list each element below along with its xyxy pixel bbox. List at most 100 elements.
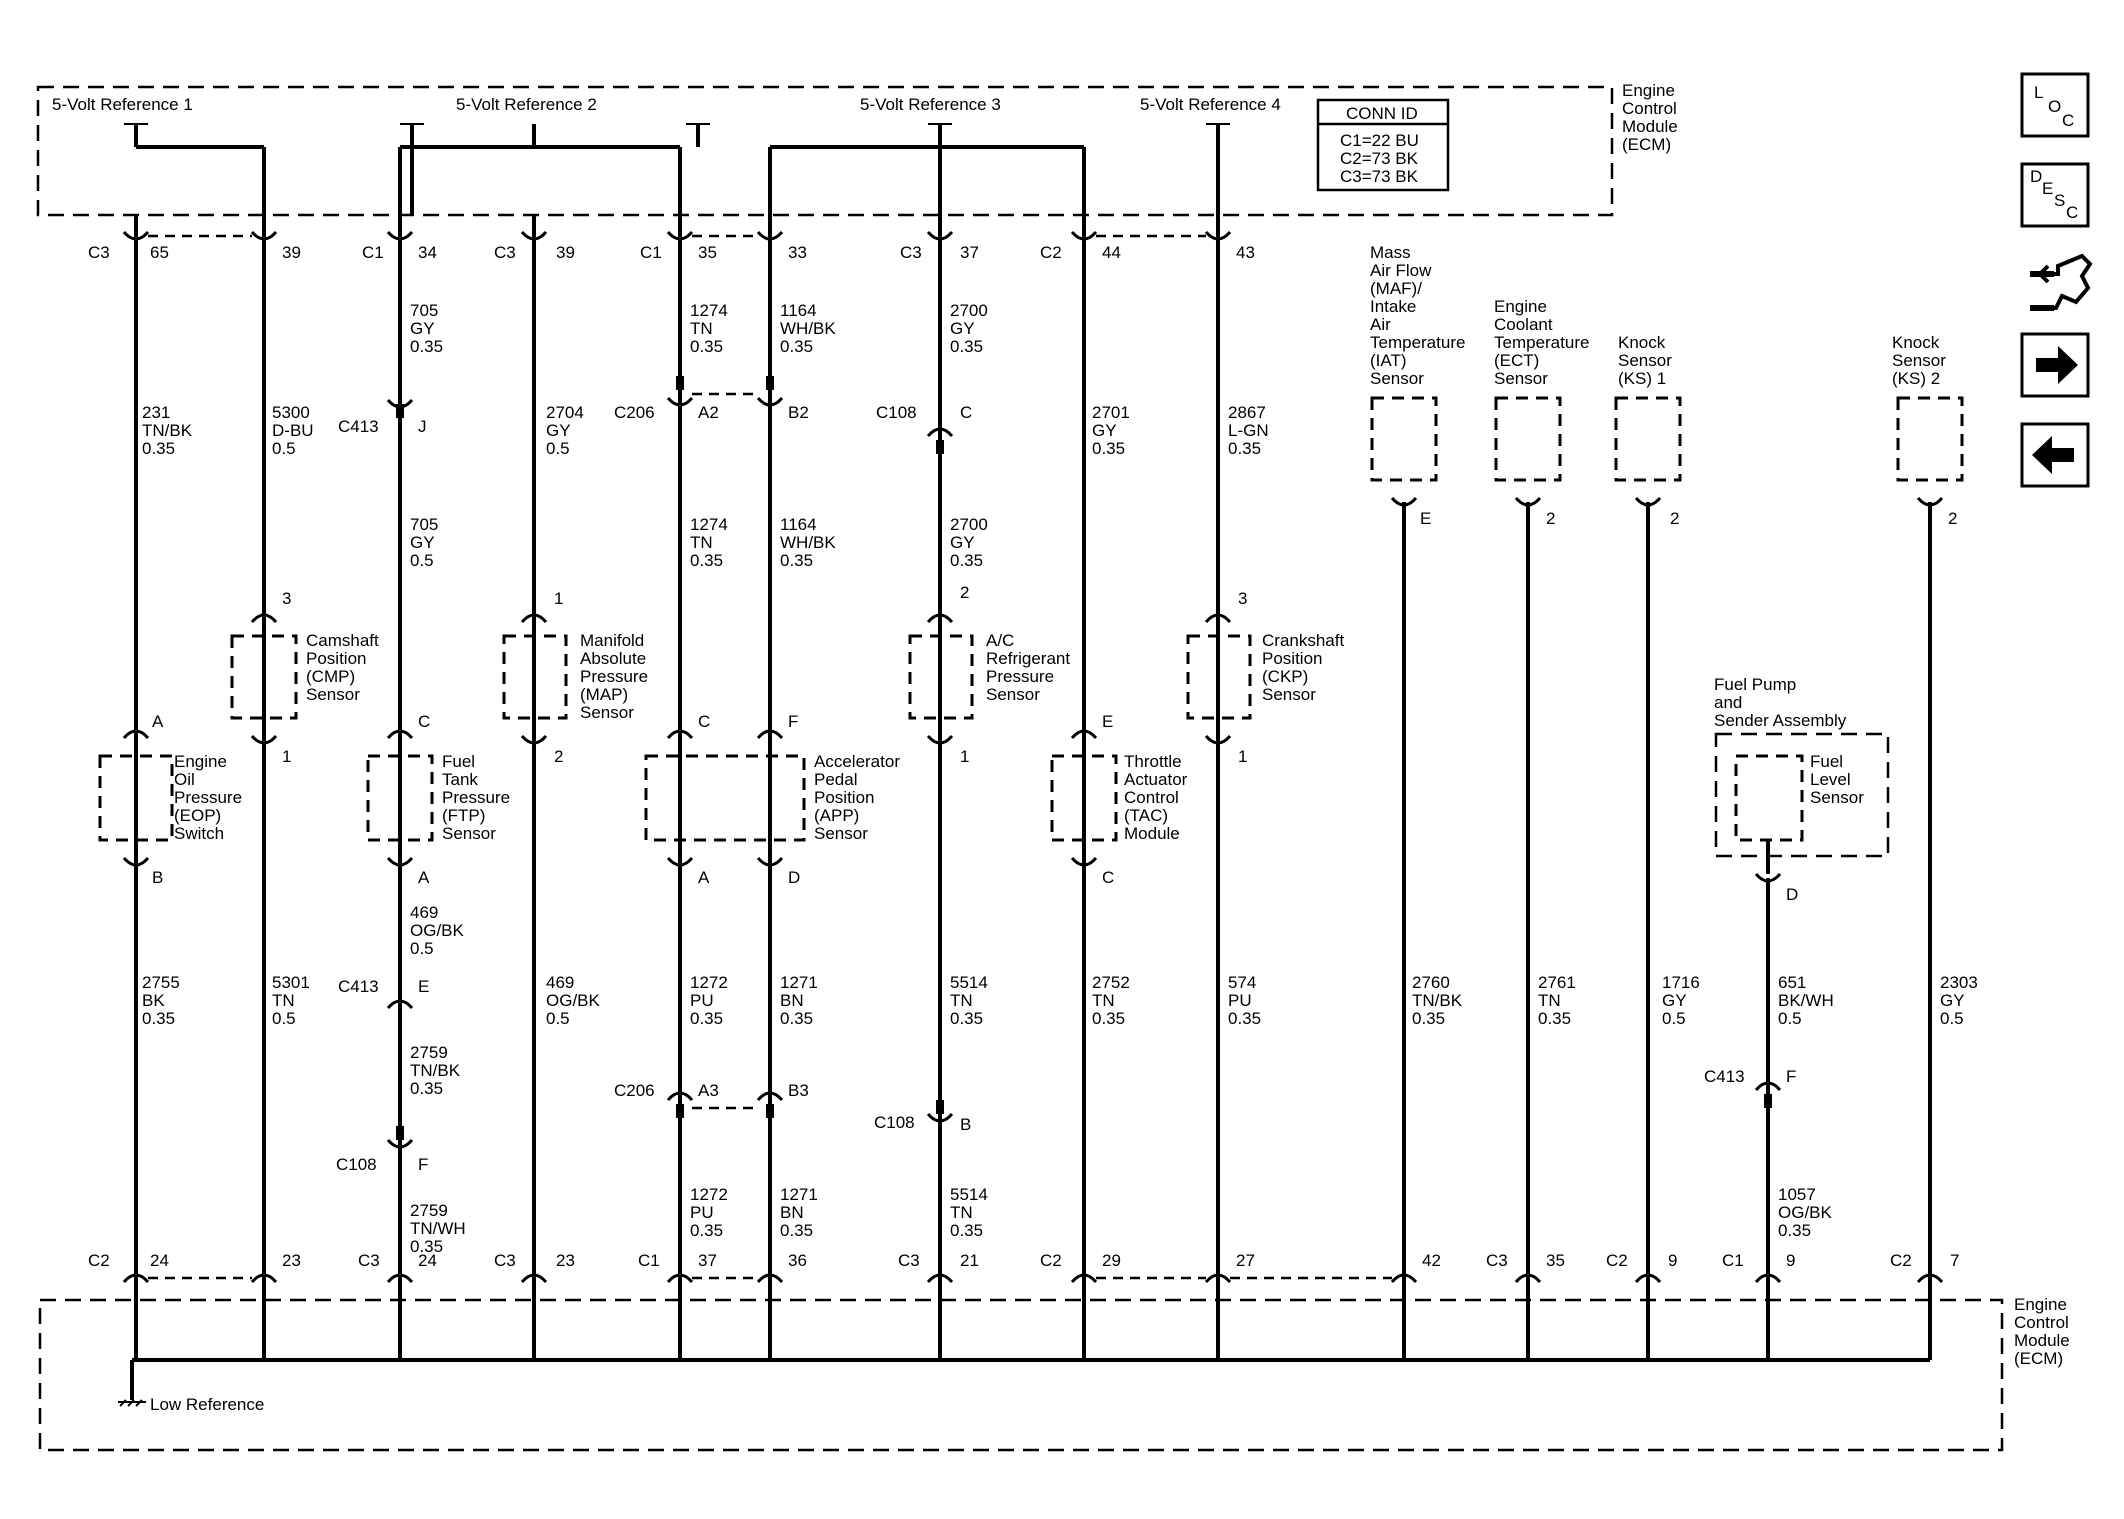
c6-w1-gauge: 0.35 [780, 337, 813, 356]
c1-w1-circuit: 231 [142, 403, 170, 422]
c6-device-3: Position [814, 788, 874, 807]
c13-dev-pin-bottom: D [1786, 885, 1798, 904]
c10-device-8: Sensor [1370, 369, 1424, 388]
c1-top-conn: C3 [88, 243, 110, 262]
c9-bot-pin: 27 [1236, 1251, 1255, 1270]
c7-w2b-gauge: 0.35 [950, 1221, 983, 1240]
column-map: C3 39 2704 GY 0.5 1 Manifold Absolute Pr… [494, 124, 648, 1360]
c13-w2b-circuit: 1057 [1778, 1185, 1816, 1204]
c11-bot-pin: 35 [1546, 1251, 1565, 1270]
c7-w1b-circuit: 2700 [950, 515, 988, 534]
c7-w2-gauge: 0.35 [950, 1009, 983, 1028]
c13-inline2-pin: F [1786, 1067, 1796, 1086]
desc-letter-s: S [2054, 191, 2065, 210]
c3-w2b-circuit: 2759 [410, 1043, 448, 1062]
ecm-bottom-label-4: (ECM) [2014, 1349, 2063, 1368]
c1-device-1: Engine [174, 752, 227, 771]
c5-w2-color: PU [690, 991, 714, 1010]
c7-device-3: Pressure [986, 667, 1054, 686]
c13-device-2: and [1714, 693, 1742, 712]
c9-device-4: Sensor [1262, 685, 1316, 704]
c13-inner-3: Sensor [1810, 788, 1864, 807]
ecm-top-label-1: Engine [1622, 81, 1675, 100]
c10-device-7: (IAT) [1370, 351, 1407, 370]
description-button[interactable]: D E S C [2020, 162, 2090, 228]
c1-dev-pin-top: A [152, 712, 164, 731]
c9-w1-color: L-GN [1228, 421, 1269, 440]
c4-w1-circuit: 2704 [546, 403, 584, 422]
c14-w2-color: GY [1940, 991, 1965, 1010]
c9-w1-circuit: 2867 [1228, 403, 1266, 422]
c1-top-pin: 65 [150, 243, 169, 262]
conn-id-line-3: C3=73 BK [1340, 167, 1419, 186]
c3-w1-gauge: 0.35 [410, 337, 443, 356]
c5-w1-circuit: 1274 [690, 301, 728, 320]
ref-2-label: 5-Volt Reference 2 [456, 95, 597, 114]
c11-device-4: (ECT) [1494, 351, 1539, 370]
c1-w2-circuit: 2755 [142, 973, 180, 992]
c6-w1-color: WH/BK [780, 319, 836, 338]
c12-device-2: Sensor [1618, 351, 1672, 370]
c11-device-1: Engine [1494, 297, 1547, 316]
c4-w2-color: OG/BK [546, 991, 601, 1010]
service-tools-icon[interactable] [2030, 253, 2093, 311]
c5-inline1-pin: A2 [698, 403, 719, 422]
c2-w1-color: D-BU [272, 421, 314, 440]
c1-bot-conn: C2 [88, 1251, 110, 1270]
c3-w1b-gauge: 0.5 [410, 551, 434, 570]
c4-bot-conn: C3 [494, 1251, 516, 1270]
ref-1-label: 5-Volt Reference 1 [52, 95, 193, 114]
ecm-bottom-module: Low Reference Engine Control Module (ECM… [38, 1295, 2070, 1452]
c3-device-5: Sensor [442, 824, 496, 843]
c13-w2b-color: OG/BK [1778, 1203, 1833, 1222]
c10-device-5: Air [1370, 315, 1391, 334]
c7-w1b-color: GY [950, 533, 975, 552]
c3-inline1-conn: C413 [338, 417, 379, 436]
c2-device-1: Camshaft [306, 631, 379, 650]
c12-bot-conn: C2 [1606, 1251, 1628, 1270]
c5-inline2-conn: C206 [614, 1081, 655, 1100]
c4-w2-circuit: 469 [546, 973, 574, 992]
c6-w2b-circuit: 1271 [780, 1185, 818, 1204]
c1-w1-color: TN/BK [142, 421, 193, 440]
c2-dev-pin-bottom: 1 [282, 747, 291, 766]
c10-w2-color: TN/BK [1412, 991, 1463, 1010]
c6-w2b-color: BN [780, 1203, 804, 1222]
c7-w1-color: GY [950, 319, 975, 338]
c6-dev-pin-top: F [788, 712, 798, 731]
c10-w2-gauge: 0.35 [1412, 1009, 1445, 1028]
c10-dev-pin-bottom: E [1420, 509, 1431, 528]
next-page-button[interactable] [2020, 332, 2090, 398]
c9-device-2: Position [1262, 649, 1322, 668]
c6-w2-gauge: 0.35 [780, 1009, 813, 1028]
ref-3-label: 5-Volt Reference 3 [860, 95, 1001, 114]
loc-letter-l: L [2034, 83, 2043, 102]
location-button[interactable]: L O C [2020, 72, 2090, 138]
c11-w2-gauge: 0.35 [1538, 1009, 1571, 1028]
c9-device-1: Crankshaft [1262, 631, 1344, 650]
previous-page-button[interactable] [2020, 422, 2090, 488]
conn-id-box: CONN ID C1=22 BU C2=73 BK C3=73 BK [1316, 98, 1450, 192]
c6-w1b-gauge: 0.35 [780, 551, 813, 570]
c6-w1b-color: WH/BK [780, 533, 836, 552]
c2-device-4: Sensor [306, 685, 360, 704]
c11-w2-color: TN [1538, 991, 1561, 1010]
c13-device-1: Fuel Pump [1714, 675, 1796, 694]
c5-w2b-circuit: 1272 [690, 1185, 728, 1204]
c4-dev-pin-top: 1 [554, 589, 563, 608]
c4-w1-gauge: 0.5 [546, 439, 570, 458]
c9-w2-gauge: 0.35 [1228, 1009, 1261, 1028]
c8-w1-color: GY [1092, 421, 1117, 440]
c13-bot-pin: 9 [1786, 1251, 1795, 1270]
c5-inline2-pin: A3 [698, 1081, 719, 1100]
c6-w1-circuit: 1164 [780, 301, 817, 320]
c4-top-conn: C3 [494, 243, 516, 262]
c2-w1-gauge: 0.5 [272, 439, 296, 458]
c4-device-5: Sensor [580, 703, 634, 722]
c12-w2-gauge: 0.5 [1662, 1009, 1686, 1028]
c8-w1-gauge: 0.35 [1092, 439, 1125, 458]
ecm-top-module: Engine Control Module (ECM) [36, 81, 1678, 217]
c7-w2b-circuit: 5514 [950, 1185, 988, 1204]
c1-w2-color: BK [142, 991, 165, 1010]
c3-w1-circuit: 705 [410, 301, 438, 320]
